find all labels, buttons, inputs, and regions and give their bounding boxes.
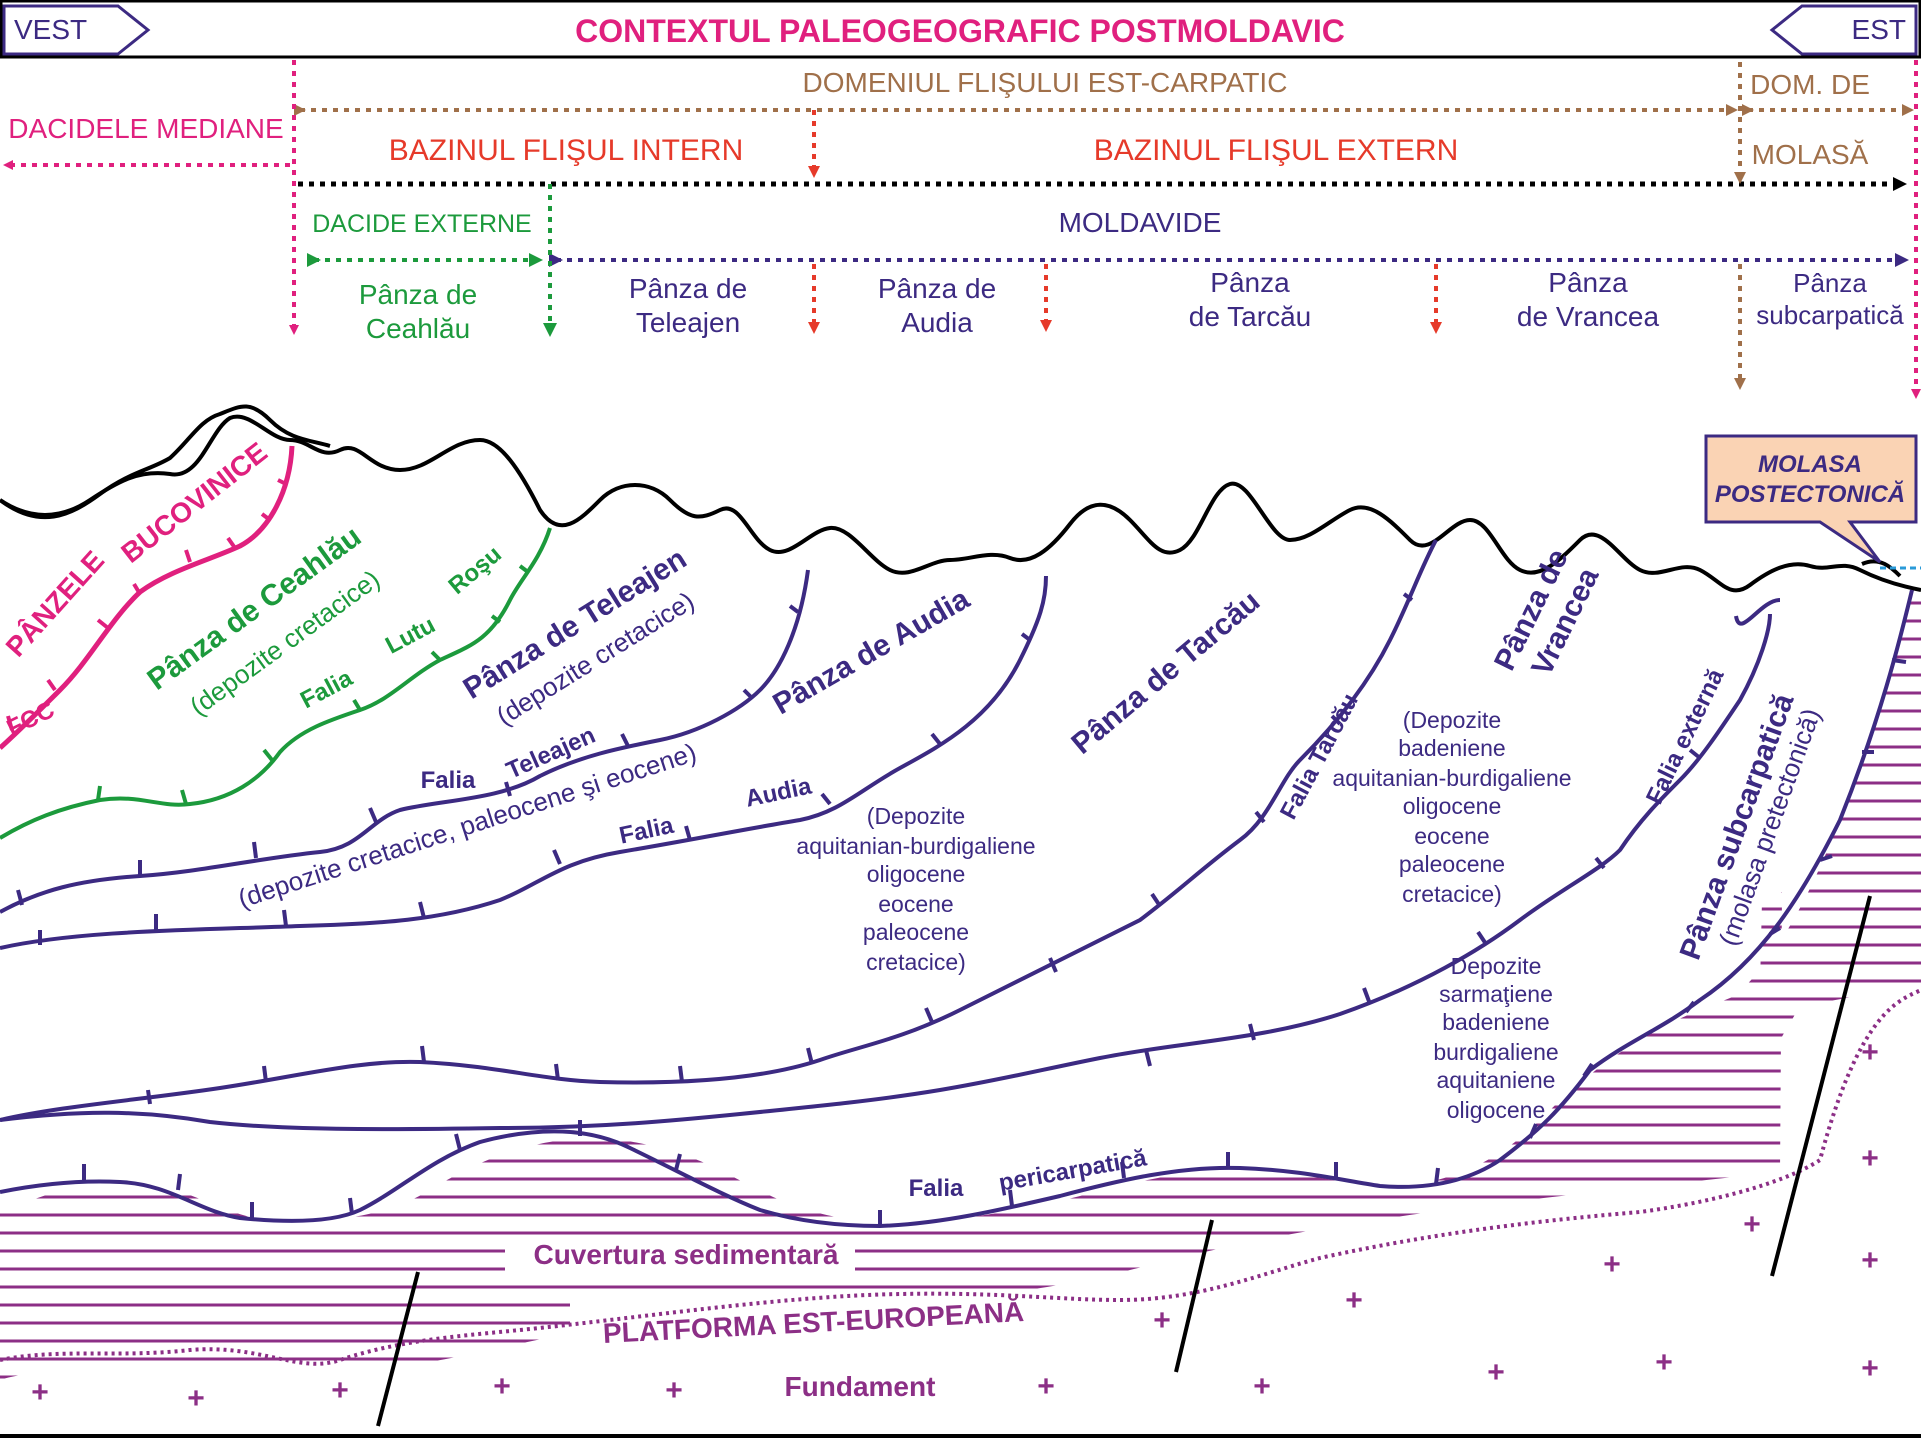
svg-text:+: + xyxy=(331,1374,349,1407)
nappe-head-ceahlau-2: Ceahlău xyxy=(366,313,470,344)
nappe-head-subcarp-1: Pânza xyxy=(1793,268,1867,298)
ceahlau-thrust xyxy=(0,527,552,840)
flysch-domain-label: DOMENIUL FLIŞULUI EST-CARPATIC xyxy=(803,67,1288,98)
nappe-head-subcarp-2: subcarpatică xyxy=(1756,300,1904,330)
molasa-domain-label-1: DOM. DE xyxy=(1750,69,1870,100)
lutu-label: Lutu xyxy=(381,611,440,659)
falia-lutu-label: Falia xyxy=(296,664,358,714)
domain-bands: DOMENIUL FLIŞULUI EST-CARPATIC DOM. DE M… xyxy=(3,60,1921,399)
svg-text:+: + xyxy=(665,1374,683,1407)
falia-audia-2: Audia xyxy=(743,772,814,812)
callout-line-2: POSTECTONICĂ xyxy=(1715,480,1905,508)
svg-text:+: + xyxy=(1037,1370,1055,1403)
falia-teleajen-1: Falia xyxy=(421,767,476,794)
falia-tarcau-label: Falia Tarcău xyxy=(1275,689,1364,824)
west-label: VEST xyxy=(14,14,87,45)
tarcau-thrust xyxy=(0,539,1438,1122)
sarm-dep-1: Depozite xyxy=(1451,953,1542,979)
callout-line-1: MOLASA xyxy=(1758,451,1862,478)
svg-text:+: + xyxy=(1861,1244,1879,1277)
topography-peak xyxy=(0,404,331,520)
audia-thrust xyxy=(0,575,1048,950)
basement-top-line xyxy=(0,988,1921,1366)
sedimentary-cover xyxy=(0,892,1782,1380)
svg-text:+: + xyxy=(187,1382,205,1415)
nappe-head-teleajen-2: Teleajen xyxy=(636,307,740,338)
nappe-head-audia-2: Audia xyxy=(901,307,973,338)
audia-dep-6: cretacice) xyxy=(866,949,966,975)
rosu-label: Roşu xyxy=(444,541,507,600)
svg-text:+: + xyxy=(1861,1036,1879,1069)
thrust-ticks xyxy=(16,592,1907,1226)
molasa-domain-label-2: MOLASĂ xyxy=(1752,139,1869,170)
svg-text:+: + xyxy=(1253,1370,1271,1403)
cuvertura-label: Cuvertura sedimentară xyxy=(533,1239,838,1270)
nappe-head-audia-1: Pânza de xyxy=(878,273,996,304)
svg-text:+: + xyxy=(31,1376,49,1409)
vrancea-dep-4: oligocene xyxy=(1403,793,1501,819)
sarm-dep-5: aquitaniene xyxy=(1437,1067,1556,1093)
svg-text:+: + xyxy=(1345,1284,1363,1317)
sarm-dep-4: burdigaliene xyxy=(1433,1039,1558,1065)
nappe-head-tarcau-2: de Tarcău xyxy=(1189,301,1311,332)
pericarpathian-thrust xyxy=(0,589,1914,1229)
fcc-label: FCC xyxy=(3,696,59,742)
nappe-head-teleajen-1: Pânza de xyxy=(629,273,747,304)
page-title: CONTEXTUL PALEOGEOGRAFIC POSTMOLDAVIC xyxy=(575,13,1345,49)
bucovinice-label-2: BUCOVINICE xyxy=(115,436,273,569)
audia-label: Pânza de Audia xyxy=(767,582,975,721)
dacidele-mediane-label: DACIDELE MEDIANE xyxy=(8,113,283,144)
sarm-dep-6: oligocene xyxy=(1447,1097,1545,1123)
vrancea-dep-7: cretacice) xyxy=(1402,881,1502,907)
vrancea-base xyxy=(1734,598,1781,626)
falia-peri-1: Falia xyxy=(909,1175,964,1202)
flis-extern-label: BAZINUL FLIŞUL EXTERN xyxy=(1094,134,1459,167)
dacide-externe-label: DACIDE EXTERNE xyxy=(312,210,531,238)
vrancea-dep-6: paleocene xyxy=(1399,851,1505,877)
east-label: EST xyxy=(1852,14,1906,45)
title-bar: VEST EST CONTEXTUL PALEOGEOGRAFIC POSTMO… xyxy=(0,0,1921,59)
sarm-dep-2: sarmaţiene xyxy=(1439,981,1553,1007)
audia-dep-1: (Depozite xyxy=(867,803,965,829)
vrancea-dep-2: badeniene xyxy=(1398,735,1505,761)
topography-line xyxy=(0,414,1921,593)
molasa-postectonica-callout: MOLASA POSTECTONICĂ xyxy=(1704,434,1921,570)
svg-text:+: + xyxy=(1487,1356,1505,1389)
svg-text:+: + xyxy=(1603,1248,1621,1281)
svg-text:+: + xyxy=(1743,1208,1761,1241)
east-arrow-icon xyxy=(1769,4,1918,56)
vrancea-dep-5: eocene xyxy=(1414,823,1489,849)
moldavide-label: MOLDAVIDE xyxy=(1059,207,1222,238)
vrancea-dep-3: aquitanian-burdigaliene xyxy=(1332,765,1571,791)
sarm-dep-3: badeniene xyxy=(1442,1009,1549,1035)
svg-text:+: + xyxy=(1861,1352,1879,1385)
flis-intern-label: BAZINUL FLIŞUL INTERN xyxy=(389,134,744,167)
basement-faults xyxy=(376,895,1872,1427)
svg-text:+: + xyxy=(1861,1142,1879,1175)
nappe-head-tarcau-1: Pânza xyxy=(1210,267,1290,298)
audia-dep-3: oligocene xyxy=(867,861,965,887)
subcarpathian-molasse xyxy=(1566,590,1921,1184)
svg-text:+: + xyxy=(493,1370,511,1403)
tarcau-base xyxy=(0,613,1772,1132)
svg-text:+: + xyxy=(1153,1304,1171,1337)
audia-dep-5: paleocene xyxy=(863,919,969,945)
vrancea-dep-1: (Depozite xyxy=(1403,707,1501,733)
fundament-label: Fundament xyxy=(785,1371,936,1402)
audia-dep-4: eocene xyxy=(878,891,953,917)
nappe-head-ceahlau-1: Pânza de xyxy=(359,279,477,310)
teleajen-thrust xyxy=(0,569,810,914)
west-arrow-icon xyxy=(2,4,151,56)
nappe-head-vrancea-1: Pânza xyxy=(1548,267,1628,298)
audia-dep-2: aquitanian-burdigaliene xyxy=(796,833,1035,859)
svg-text:+: + xyxy=(1655,1346,1673,1379)
tarcau-label: Pânza de Tarcău xyxy=(1065,585,1266,761)
nappe-headers: Pânza de Ceahlău Pânza de Teleajen Pânza… xyxy=(359,267,1904,344)
nappe-head-vrancea-2: de Vrancea xyxy=(1517,301,1660,332)
basement-crosses: + + + + + + + + + + + + + + + + + xyxy=(31,1036,1879,1415)
